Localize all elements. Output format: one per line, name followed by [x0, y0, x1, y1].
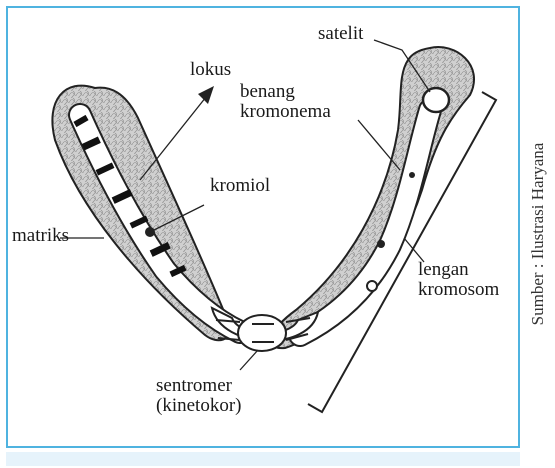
label-benang-kromonema: benang kromonema — [240, 82, 331, 122]
centromere — [238, 315, 286, 351]
label-satelit: satelit — [318, 24, 363, 44]
label-lengan-kromosom: lengan kromosom — [418, 260, 499, 300]
label-kromiol: kromiol — [210, 176, 270, 196]
label-sentromer: sentromer (kinetokor) — [156, 376, 241, 416]
label-lokus: lokus — [190, 60, 231, 80]
source-credit: Sumber : Ilustrasi Haryana — [528, 143, 548, 326]
lokus-arrowhead — [198, 86, 214, 104]
label-matriks: matriks — [12, 226, 69, 246]
satellite — [423, 88, 449, 112]
